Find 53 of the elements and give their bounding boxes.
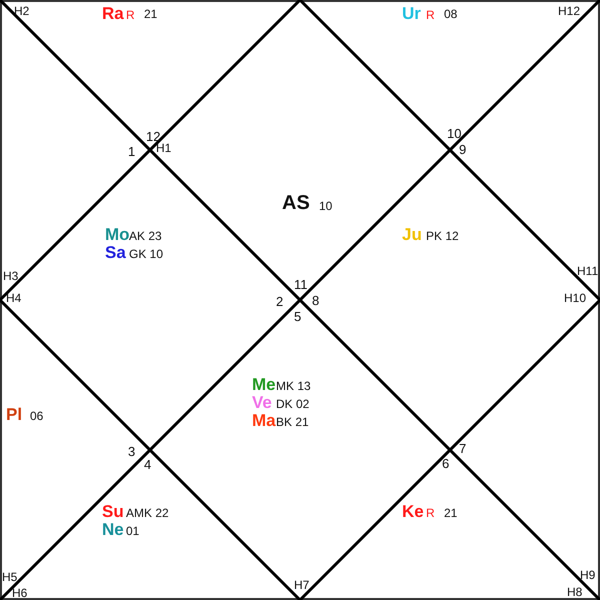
planet-abbreviation: Ur (402, 4, 421, 22)
sign-number: 11 (294, 278, 308, 290)
planet-abbreviation: Me (252, 376, 276, 392)
planet-degree: BK 21 (276, 416, 309, 428)
sign-number: 7 (459, 442, 466, 454)
house-number: H9 (580, 569, 596, 581)
retrograde-mark: R (426, 9, 435, 21)
sign-number: 8 (312, 294, 320, 306)
planet-degree: 01 (126, 525, 140, 537)
sign-number: 1 (128, 144, 136, 158)
planet-abbreviation: Ju (402, 226, 422, 242)
house-number: H12 (558, 5, 580, 17)
planet-abbreviation: Ra (102, 4, 124, 22)
planet-degree: 08 (444, 8, 458, 20)
planet-degree: AK 23 (129, 230, 162, 242)
planet-degree: PK 12 (426, 230, 459, 242)
house-number: H4 (6, 292, 22, 304)
house-number: H8 (567, 586, 582, 598)
planet-abbreviation: Ke (402, 502, 424, 520)
sign-number: 2 (276, 294, 284, 308)
house-number: H7 (294, 579, 310, 591)
house-number: H2 (14, 5, 30, 17)
planet-abbreviation: Mo (105, 226, 130, 242)
house-number: H11 (577, 265, 598, 277)
planet-abbreviation: Ma (252, 412, 276, 428)
planet-abbreviation: Ne (102, 520, 124, 538)
sign-number: 10 (447, 126, 462, 140)
planet-abbreviation: Sa (105, 244, 126, 260)
retrograde-mark: R (126, 9, 135, 21)
sign-number: 3 (128, 444, 136, 458)
house-number: H10 (564, 292, 586, 304)
planet-degree: 21 (144, 8, 158, 20)
sign-number: 6 (442, 456, 450, 470)
house-number: H3 (3, 270, 18, 282)
planet-abbreviation: Ve (252, 394, 272, 410)
planet-degree: DK 02 (276, 398, 310, 410)
planet-abbreviation: Su (102, 502, 124, 520)
house-number: H5 (2, 571, 18, 583)
planet-degree: 10 (319, 200, 332, 212)
planet-abbreviation: Pl (6, 406, 22, 422)
planet-degree: AMK 22 (126, 507, 169, 519)
planet-degree: MK 13 (276, 380, 311, 392)
planet-degree: GK 10 (129, 248, 164, 260)
house-number: H1 (156, 142, 172, 154)
sign-number: 5 (294, 310, 302, 322)
sign-number: 4 (144, 458, 152, 470)
sign-number: 12 (146, 130, 160, 142)
planet-degree: 06 (30, 410, 44, 422)
retrograde-mark: R (426, 507, 435, 519)
ascendant-label: AS (282, 193, 310, 213)
house-number: H6 (12, 587, 28, 599)
planet-degree: 21 (444, 507, 458, 519)
sign-number: 9 (459, 142, 466, 156)
